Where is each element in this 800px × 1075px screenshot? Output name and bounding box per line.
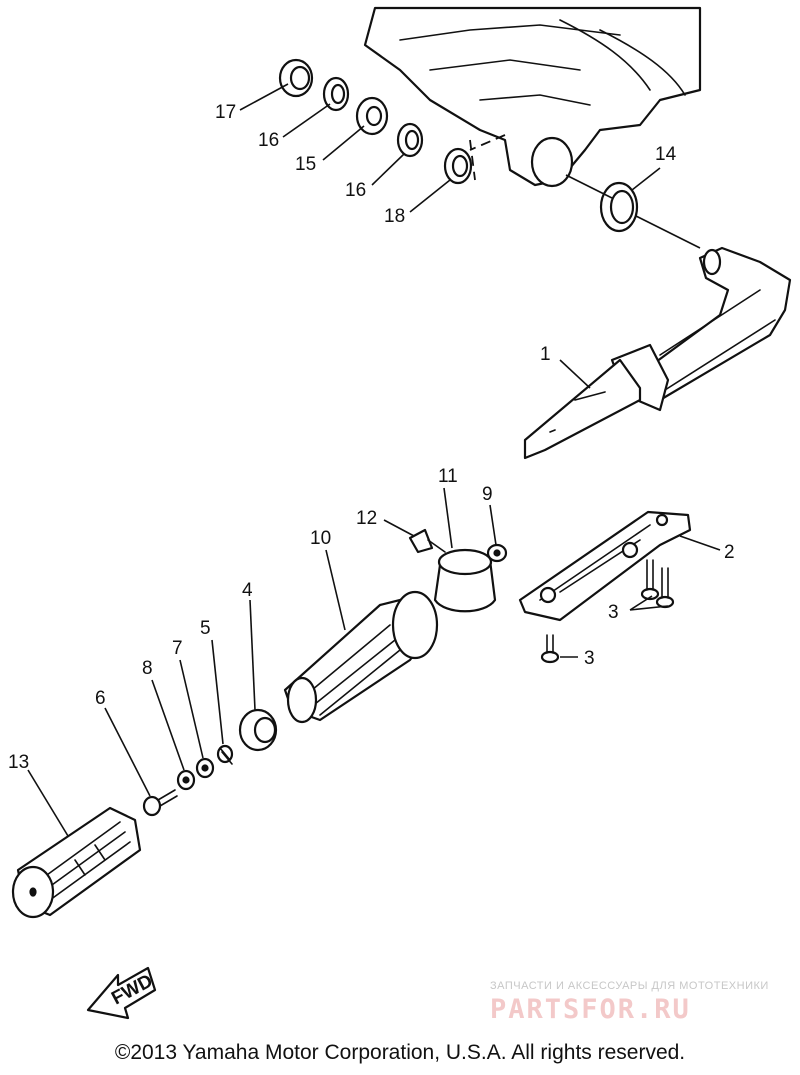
part-18-bushing (443, 147, 473, 185)
callout-8: 8 (142, 658, 153, 679)
part-8-washer (176, 769, 196, 791)
callout-16-lower: 16 (345, 180, 366, 201)
callout-13: 13 (8, 752, 29, 773)
leader-lines (27, 83, 721, 837)
part-10-throttle-tube (283, 590, 439, 724)
callout-3-single: 3 (584, 648, 595, 669)
part-15-lock-washer (355, 96, 389, 136)
part-13-grip (11, 806, 142, 919)
callout-2: 2 (724, 542, 735, 563)
watermark-subtitle: ЗАПЧАСТИ И АКСЕССУАРЫ ДЛЯ МОТОТЕХНИКИ (490, 980, 769, 992)
part-14-collar (599, 181, 639, 233)
callout-1: 1 (540, 344, 551, 365)
callout-15: 15 (295, 154, 316, 175)
part-5-spring (216, 744, 234, 765)
part-17-nut (278, 58, 314, 98)
part-1-steering-handle (523, 246, 792, 460)
part-7-washer (195, 757, 215, 779)
part-2-handle-bracket (518, 510, 692, 622)
callout-14: 14 (655, 144, 677, 165)
callout-4: 4 (242, 580, 253, 601)
part-4-cap (238, 708, 278, 752)
callout-11: 11 (438, 466, 458, 487)
watermark-logo: PARTSFOR.RU (490, 994, 691, 1025)
callout-3-pair: 3 (608, 602, 619, 623)
part-6-screw (142, 789, 178, 817)
callout-18: 18 (384, 206, 405, 227)
callout-9: 9 (482, 484, 493, 505)
bracket-casting (363, 6, 702, 188)
callout-7: 7 (172, 638, 183, 659)
callout-10: 10 (310, 528, 331, 549)
part-12-bolt (408, 528, 446, 554)
part-16-washer-lower (396, 122, 424, 158)
copyright-notice: ©2013 Yamaha Motor Corporation, U.S.A. A… (114, 1041, 686, 1064)
callout-12: 12 (356, 508, 377, 529)
part-16-washer-upper (322, 76, 350, 112)
part-9-nut (486, 543, 508, 563)
callout-6: 6 (95, 688, 106, 709)
callout-17: 17 (215, 102, 236, 123)
callout-numbers: 17 16 15 16 18 14 1 2 3 3 11 12 9 10 4 5… (8, 102, 735, 773)
callout-16-upper: 16 (258, 130, 279, 151)
part-11-sleeve (433, 548, 497, 613)
fwd-arrow: FWD (86, 966, 156, 1020)
callout-5: 5 (200, 618, 211, 639)
